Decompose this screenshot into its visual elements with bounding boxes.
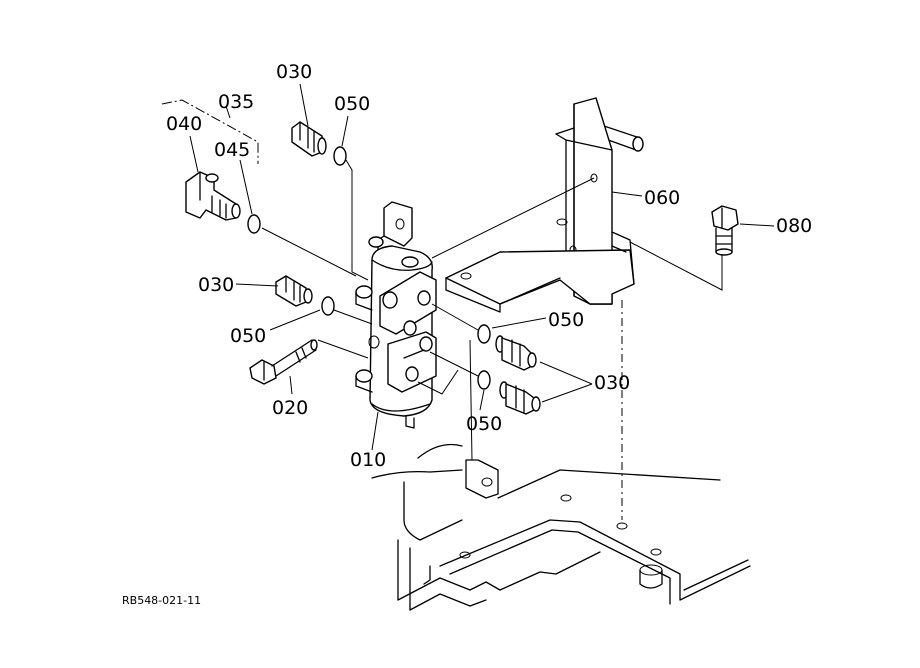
- oring-050-left: [321, 296, 335, 316]
- label-030-top: 030: [276, 61, 312, 83]
- fitting-030-right-lower: [499, 381, 541, 415]
- fitting-030-top: [291, 121, 327, 157]
- label-010: 010: [350, 449, 386, 471]
- valve-body-010: [355, 201, 437, 429]
- label-060: 060: [644, 187, 680, 209]
- base-frame: [371, 443, 751, 611]
- label-080: 080: [776, 215, 812, 237]
- oring-050-top: [333, 146, 347, 166]
- label-050-right-lower: 050: [466, 413, 502, 435]
- label-050-right-upper: 050: [548, 309, 584, 331]
- label-020: 020: [272, 397, 308, 419]
- label-040: 040: [166, 113, 202, 135]
- label-050-top: 050: [334, 93, 370, 115]
- label-035: 035: [218, 91, 254, 113]
- part-labels: 030 050 035 040 045 030 050 020 010 050 …: [122, 61, 812, 607]
- oring-050-right-lower: [477, 370, 491, 390]
- label-030-right: 030: [594, 372, 630, 394]
- label-045: 045: [214, 139, 250, 161]
- fitting-030-right-upper: [495, 335, 537, 371]
- frame-tab: [465, 459, 499, 499]
- bolt-020: [249, 339, 318, 385]
- callout-leaders: [161, 83, 775, 451]
- assembly-lines: [261, 159, 723, 520]
- oring-045: [247, 214, 261, 234]
- elbow-040: [185, 171, 241, 221]
- fitting-030-left: [275, 275, 313, 307]
- drawing-code: RB548-021-11: [122, 594, 201, 607]
- oring-050-right-upper: [477, 324, 491, 344]
- label-030-left: 030: [198, 274, 234, 296]
- bracket-060: [445, 97, 644, 313]
- label-050-left: 050: [230, 325, 266, 347]
- bolt-080: [711, 205, 739, 256]
